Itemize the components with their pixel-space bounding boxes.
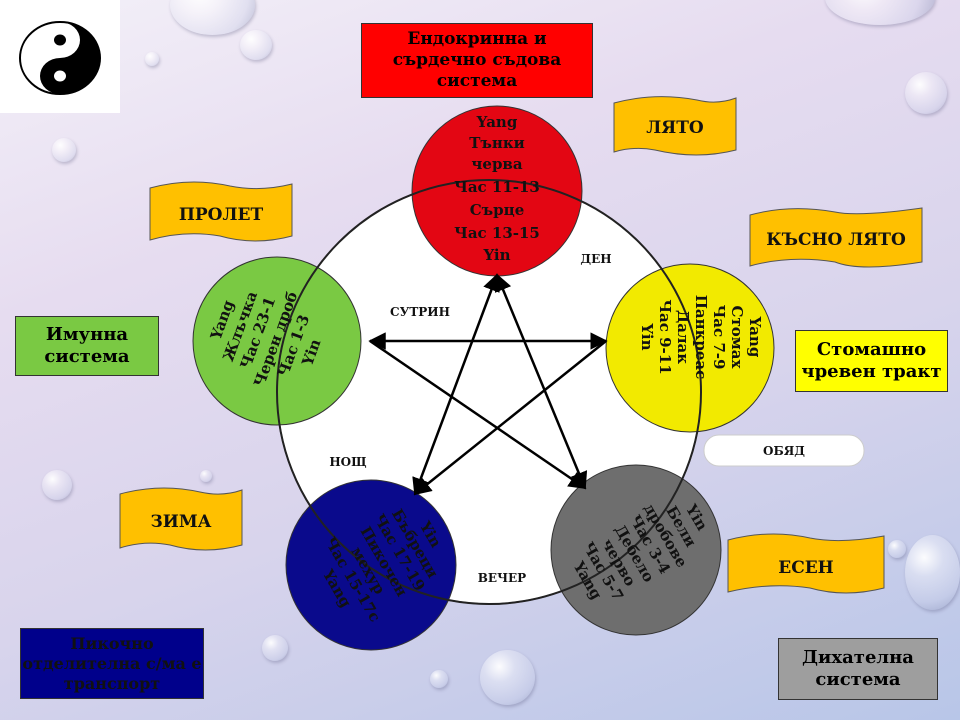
- arrow-wood-metal: [369, 339, 587, 490]
- droplet: [905, 72, 947, 114]
- earth-line-2: Стомах: [728, 306, 746, 370]
- earth-element-text: Yang Стомах Час 7-9 Панкреас Далак Час 9…: [638, 295, 764, 380]
- endocrine-system-label: Ендокринна и сърдечно съдова система: [392, 28, 562, 92]
- water-element-circle: [285, 479, 457, 651]
- fire-line-1: Yang: [476, 113, 518, 131]
- droplet: [905, 535, 960, 610]
- droplet: [262, 635, 288, 661]
- droplet: [200, 470, 212, 482]
- fire-line-2: Тънки: [469, 134, 525, 152]
- urinary-system-box: Пикочно отделителна с/ма е транспорт: [20, 628, 204, 699]
- droplet: [480, 650, 535, 705]
- earth-line-4: Панкреас: [692, 295, 710, 380]
- wood-element-circle: [192, 256, 362, 426]
- respiratory-system-label: Дихателна система: [802, 646, 914, 691]
- arrow-fire-metal: [494, 273, 588, 490]
- time-noon: ОБЯД: [763, 444, 805, 458]
- fire-line-3: черва: [471, 155, 522, 173]
- time-day: ДЕН: [580, 252, 611, 266]
- digestive-system-label: Стомашно чревен тракт: [801, 338, 942, 383]
- fire-element-text: Yang Тънки черва Час 11-13 Сърце Час 13-…: [454, 113, 540, 264]
- pentagram-arrows: [368, 273, 608, 496]
- earth-line-5: Далак: [674, 310, 692, 364]
- water-element-text: Yin Бъбреци Час 17-19 Пикочен мехур Час …: [319, 506, 446, 625]
- wood-element-text: Yang Жлъчка Час 23-1 Черен дроб Час 1-3 …: [206, 289, 324, 390]
- immune-system-label: Имунна система: [44, 323, 130, 368]
- arrow-fire-water: [412, 273, 500, 496]
- droplet: [145, 52, 159, 66]
- earth-line-3: Час 7-9: [710, 305, 728, 370]
- fire-line-7: Yin: [482, 246, 510, 264]
- respiratory-system-box: Дихателна система: [778, 638, 938, 700]
- flag-autumn-label: ЕСЕН: [778, 558, 834, 578]
- flag-winter-label: ЗИМА: [151, 512, 212, 532]
- metal-element-circle: [550, 464, 722, 636]
- flag-summer: ЛЯТО: [613, 96, 737, 156]
- flag-spring: ПРОЛЕТ: [149, 181, 293, 242]
- yin-yang-icon: [19, 21, 101, 95]
- digestive-system-box: Стомашно чревен тракт: [795, 330, 948, 392]
- flag-late-summer: КЪСНО ЛЯТО: [749, 207, 923, 268]
- droplet: [430, 670, 448, 688]
- flag-winter: ЗИМА: [119, 487, 243, 551]
- earth-line-7: Yin: [638, 322, 656, 350]
- fire-line-5: Сърце: [470, 201, 525, 219]
- droplet: [888, 540, 906, 558]
- urinary-system-label: Пикочно отделителна с/ма е транспорт: [22, 633, 202, 693]
- cycle-ring-overlay: [276, 179, 702, 605]
- noon-badge: [703, 434, 865, 467]
- time-evening: ВЕЧЕР: [478, 571, 526, 585]
- immune-system-box: Имунна система: [15, 316, 159, 376]
- fire-line-6: Час 13-15: [454, 224, 540, 242]
- time-morning: СУТРИН: [390, 305, 450, 319]
- droplet: [52, 138, 76, 162]
- flag-spring-label: ПРОЛЕТ: [179, 205, 264, 225]
- arrow-earth-water: [413, 340, 607, 496]
- droplet: [42, 470, 72, 500]
- endocrine-system-box: Ендокринна и сърдечно съдова система: [361, 23, 593, 98]
- metal-element-text: Yin Бели дробове Час 3-4 Дебело черво Ча…: [569, 500, 711, 604]
- flag-summer-label: ЛЯТО: [646, 118, 704, 138]
- earth-line-1: Yang: [746, 316, 764, 358]
- flag-late-summer-label: КЪСНО ЛЯТО: [766, 230, 906, 250]
- droplet: [240, 30, 272, 60]
- flag-autumn: ЕСЕН: [727, 533, 885, 594]
- fire-line-4: Час 11-13: [454, 178, 540, 196]
- time-night: НОЩ: [329, 455, 366, 469]
- earth-line-6: Час 9-11: [656, 299, 674, 374]
